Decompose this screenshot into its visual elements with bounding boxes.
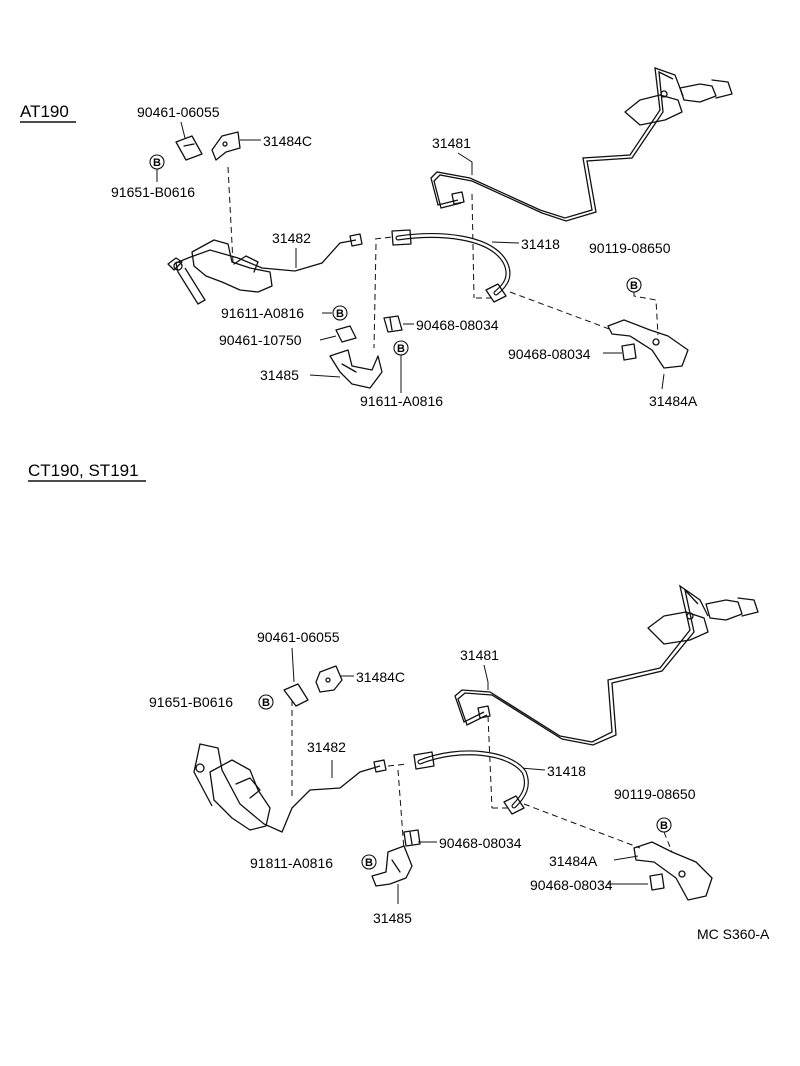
label-91811-a0816: 91811-A0816: [250, 855, 333, 871]
section-at190: AT190 90461-06055 31484C 91651-B0616 314…: [20, 67, 733, 409]
clip-90461-06055: [283, 683, 309, 707]
bracket-31484c: [211, 131, 241, 161]
svg-text:B: B: [660, 820, 668, 832]
label-90468-08034-b: 90468-08034: [530, 877, 613, 893]
brake-line-31482: [193, 743, 381, 833]
svg-text:B: B: [336, 308, 344, 320]
svg-text:B: B: [153, 157, 161, 169]
leader-lines: [291, 647, 648, 904]
label-91651-b0616: 91651-B0616: [149, 694, 233, 710]
label-90461-06055: 90461-06055: [257, 629, 340, 645]
bolt-symbol: B: [626, 277, 642, 293]
bolt-symbol: B: [149, 154, 165, 170]
clip-90468-08034: [403, 829, 421, 847]
diagram-code: MC S360-A: [697, 926, 770, 942]
bolt-symbol: B: [361, 854, 377, 870]
flare-nut: [349, 233, 363, 247]
label-31481: 31481: [460, 647, 499, 663]
label-31484c: 31484C: [356, 669, 405, 685]
bolt-symbol: B: [393, 340, 409, 356]
label-31418: 31418: [547, 763, 586, 779]
label-90119-08650: 90119-08650: [589, 240, 671, 256]
hose-end-fitting: [503, 795, 525, 815]
label-31485: 31485: [373, 910, 412, 926]
bracket-31485: [371, 845, 413, 887]
assembly-dashed-lines: [227, 166, 659, 349]
flare-nut: [451, 191, 465, 205]
label-31485: 31485: [260, 367, 299, 383]
flare-nut: [373, 759, 387, 773]
svg-text:B: B: [365, 857, 373, 869]
assembly-dashed-lines: [291, 700, 673, 853]
clip-90461-06055: [175, 135, 203, 161]
master-cylinder-fitting: [647, 597, 759, 645]
bracket-31485: [329, 349, 383, 389]
svg-text:B: B: [262, 697, 270, 709]
bracket-31484a: [607, 319, 689, 369]
section-title-ct190-st191: CT190, ST191: [28, 461, 139, 480]
label-31482: 31482: [272, 230, 311, 246]
label-91611-a0816: 91611-A0816: [221, 305, 304, 321]
label-31418: 31418: [521, 236, 560, 252]
section-ct190-st191: CT190, ST191 90461-06055 31481 31484C 91…: [28, 461, 770, 942]
leader-lines: [156, 121, 665, 393]
svg-text:B: B: [630, 280, 638, 292]
label-31484a: 31484A: [649, 393, 698, 409]
bolt-symbol: B: [656, 817, 672, 833]
brake-line-31481: [454, 584, 709, 743]
label-90468-08034-b: 90468-08034: [508, 346, 591, 362]
flexible-hose-31418: [395, 233, 511, 296]
label-90461-10750: 90461-10750: [219, 332, 302, 348]
label-90461-06055: 90461-06055: [137, 104, 220, 120]
label-90468-08034: 90468-08034: [439, 835, 522, 851]
brake-line-31482: [175, 239, 357, 305]
clip-90468-08034: [383, 315, 403, 333]
clip-90468-08034-b: [649, 873, 665, 891]
label-31484c: 31484C: [263, 133, 312, 149]
clip-90468-08034-b: [621, 343, 637, 361]
brake-caliper-fitting: [195, 759, 271, 831]
label-91611-a0816-b: 91611-A0816: [360, 393, 443, 409]
label-90119-08650: 90119-08650: [614, 786, 696, 802]
hose-end-fitting: [485, 283, 507, 303]
clip-90461-10750: [335, 325, 357, 343]
brake-line-31481: [430, 67, 684, 219]
master-cylinder-fitting: [624, 79, 733, 126]
bracket-31484a: [633, 841, 713, 901]
bolt-symbol: B: [332, 305, 348, 321]
flare-nut: [477, 705, 491, 719]
hose-end-fitting: [413, 751, 435, 770]
brake-caliper-fitting: [167, 239, 273, 293]
label-90468-08034: 90468-08034: [416, 317, 499, 333]
bracket-31484c: [315, 665, 343, 693]
bolt-symbol: B: [258, 694, 274, 710]
section-title-at190: AT190: [20, 102, 69, 121]
label-31484a: 31484A: [549, 853, 598, 869]
svg-text:B: B: [397, 343, 405, 355]
label-31481: 31481: [432, 135, 471, 151]
hose-end-fitting: [391, 229, 412, 246]
label-31482: 31482: [307, 739, 346, 755]
label-91651-b0616: 91651-B0616: [111, 184, 195, 200]
